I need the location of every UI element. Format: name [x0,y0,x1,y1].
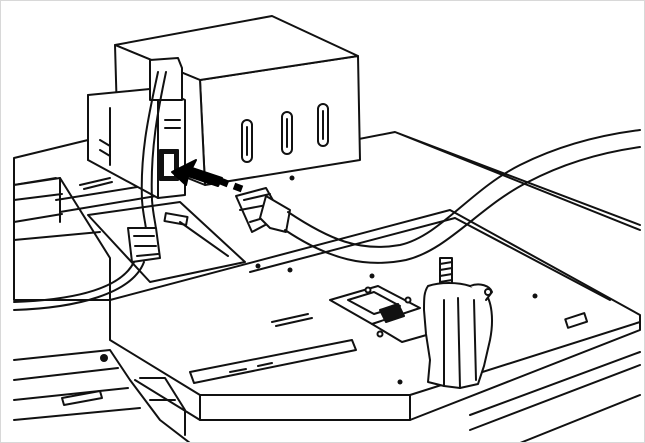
vent-slot-3 [317,103,329,147]
deck-slab-front-edge [199,321,641,421]
dashed-insert-arrow-icon [171,159,244,193]
left-cable-upper [140,71,159,231]
power-cable-bottom [284,146,641,264]
deck-left-edge [13,139,89,186]
deck-step-lines [249,217,611,301]
mounting-plate [329,285,431,343]
vent-slot-inner [246,110,324,156]
plug-collar [259,195,291,233]
tray-side-lines [13,177,101,241]
arrow-dash-3 [232,182,244,193]
vent-slot-2 [281,111,293,155]
arrow-dash-1 [198,170,214,182]
plate-screw-1 [364,286,372,294]
plate-screw-2 [404,296,412,304]
power-cable [284,129,641,264]
tray-inner-well [87,201,246,283]
deck-dash-marks [79,177,313,327]
bracket-top-tab [149,57,183,101]
screw-thread [439,261,453,283]
front-long-slot-inner [229,362,273,373]
arrow-dash-2 [216,176,230,188]
tray-top [13,177,111,301]
right-lower-tier [469,351,641,443]
vent-slot-1 [241,119,253,163]
left-connector-detail [133,235,159,257]
plate-screw-3 [376,330,384,338]
hand-fingers [443,297,477,389]
hand-nail [484,288,492,296]
lower-left-mechanism [13,349,191,443]
left-tray [13,177,246,443]
deck-lower-edge [134,379,411,421]
box-vent-slots [241,103,329,163]
socket-bracket [87,57,186,199]
lower-left-bracket [139,377,186,436]
lower-left-slot [61,390,103,406]
tray-small-rect [163,212,189,226]
bracket-body [87,87,186,199]
tray-rails [55,184,169,213]
power-cable-top [287,129,641,248]
plate-screws [364,286,412,338]
bracket-details [99,119,181,157]
plate-latch [379,303,405,323]
power-plug-icon [235,187,291,233]
tray-inner-line [179,221,229,257]
hand-icon [423,257,493,389]
right-slot [564,312,589,329]
screw-dots [100,28,538,385]
left-cable-upper-2 [150,71,167,231]
left-cable [13,71,167,311]
plate-slope [371,323,431,343]
left-cable-lower [13,261,145,311]
